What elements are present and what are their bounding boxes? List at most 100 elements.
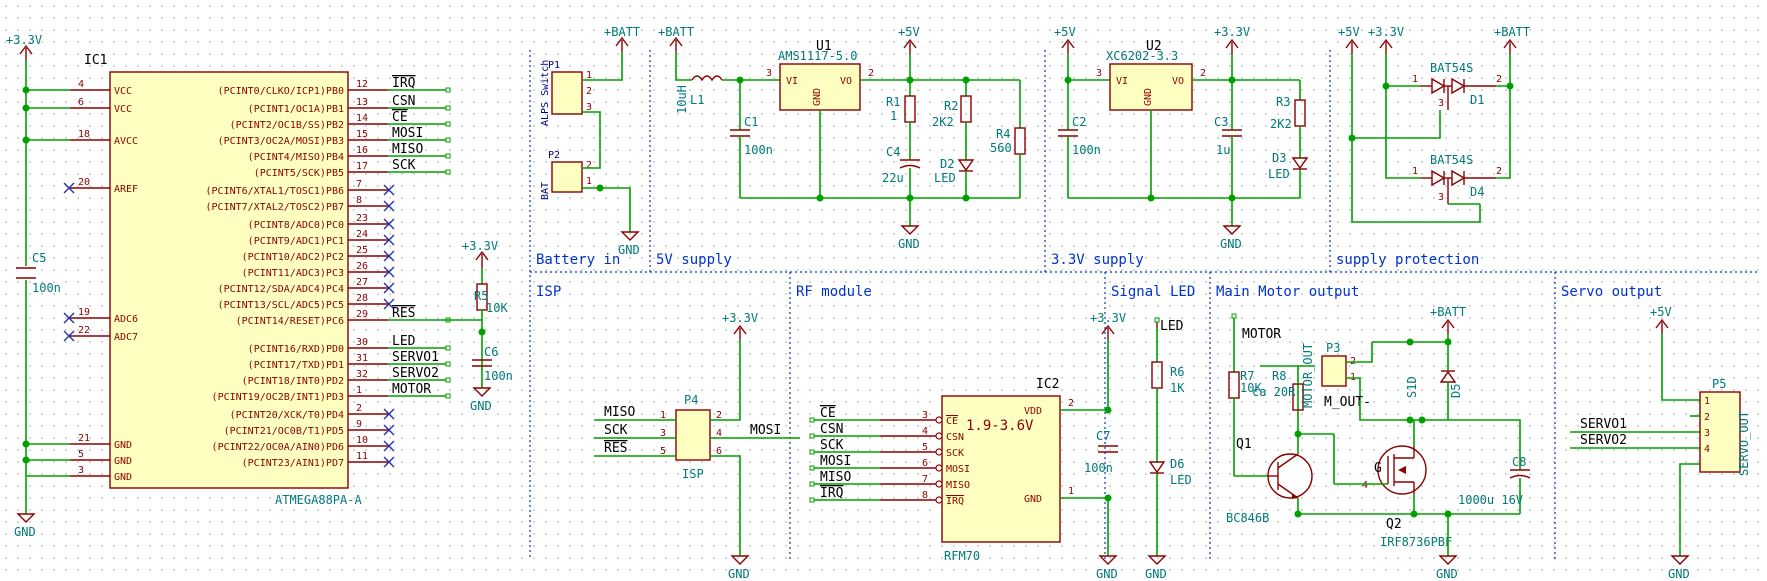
signal-led-section: LED R6 1K D6 LED GND [1145, 317, 1192, 581]
d4-value: BAT54S [1430, 153, 1473, 167]
ic1-pin-number: 13 [356, 97, 368, 108]
d6-ref: D6 [1170, 457, 1184, 471]
svg-text:4: 4 [716, 428, 722, 439]
p5-value: SERVO_OUT [1737, 411, 1751, 476]
ic1-net-label: SERVO2 [392, 366, 439, 381]
rf-pin-number: 5 [922, 442, 928, 453]
ic1-pin-name: (PCINT19/OC2B/INT1)PD3 [212, 392, 344, 403]
ic1-net-label: CE [392, 110, 408, 125]
c5-capacitor: C5 100n [16, 251, 61, 295]
svg-text:1: 1 [586, 176, 592, 187]
rf-pin-number: 4 [922, 426, 928, 437]
p2-ref: P2 [548, 150, 560, 161]
ic1-pin-number: 22 [78, 325, 90, 336]
l1-value: 10uH [675, 85, 689, 114]
gnd-symbol-ic1: GND [14, 513, 36, 539]
section-label-isp: ISP [536, 284, 561, 300]
ic1-pin-number: 19 [78, 307, 90, 318]
rf-net-label: SCK [820, 438, 844, 453]
p1-connector [551, 71, 583, 115]
ic1-pin-number: 18 [78, 129, 90, 140]
rf-net-label: CE [820, 406, 836, 421]
ic2-value: RFM70 [944, 549, 980, 563]
v33-label-protection: +3.3V [1368, 25, 1404, 39]
v5-label-3v3: +5V [1054, 25, 1076, 39]
v33-label-rf: +3.3V [1090, 311, 1126, 325]
rf-net-label: CSN [820, 422, 843, 437]
r6-resistor [1151, 361, 1163, 389]
svg-text:GND: GND [1024, 494, 1042, 505]
ic1-pin-name: (PCINT9/ADC1)PC1 [248, 236, 344, 247]
svg-text:VDD: VDD [1024, 406, 1042, 417]
ic1-pin-name: (PCINT10/ADC2)PC2 [242, 252, 344, 263]
ic1-pin-name: (PCINT1/OC1A)PB1 [248, 104, 344, 115]
rf-net-label: MISO [820, 470, 851, 485]
no-connect-mark [63, 330, 75, 342]
ic1-pin-name: (PCINT13/SCL/ADC5)PC5 [218, 300, 344, 311]
rf-module-pins: 3CECE4CSNCSN5SCKSCK6MOSIMOSI7MISOMISO8IR… [809, 406, 970, 507]
r8-value: ca 20R [1252, 385, 1296, 399]
q1-ref: Q1 [1236, 437, 1252, 452]
ic1-net-label: MOTOR [392, 382, 431, 397]
r4-resistor [1014, 127, 1026, 155]
d3-value: LED [1268, 167, 1290, 181]
ic1-pin-name: GND [114, 440, 132, 451]
reset-network: +3.3V R5 10K C6 100n GND [462, 239, 513, 413]
q2-mosfet: G 4 Q2 IRF8736PBF [1362, 445, 1452, 549]
ic1-pin-number: 2 [356, 403, 362, 414]
gnd-label-5v: GND [898, 237, 920, 251]
r2-resistor [960, 95, 972, 123]
net-led: LED [1160, 319, 1184, 334]
no-connect-mark [383, 218, 395, 230]
ic1-pin-name: AVCC [114, 136, 138, 147]
ic1-net-label: MOSI [392, 126, 423, 141]
servo-output-section: +5V P5 SERVO_OUT 1 2 3 4 SERVO1 SERVO2 G… [1570, 305, 1751, 581]
d6-value: LED [1170, 473, 1192, 487]
ic1-pin-number: 25 [356, 245, 368, 256]
q1-value: BC846B [1226, 511, 1269, 525]
u2-value: XC6202-3.3 [1106, 49, 1178, 63]
svg-text:2: 2 [716, 410, 722, 421]
rf-pin-name: CSN [946, 432, 964, 443]
net-motor: MOTOR [1242, 327, 1281, 342]
v33-label-r5: +3.3V [462, 239, 498, 253]
ic1-pin-number: 8 [356, 195, 362, 206]
gnd-label-motor: GND [1436, 567, 1458, 581]
section-label-servo-output: Servo output [1561, 284, 1662, 300]
batt-label-battery-in: +BATT [604, 25, 640, 39]
gnd-label-led: GND [1145, 567, 1167, 581]
ic1-pin-name: (PCINT17/TXD)PD1 [248, 360, 344, 371]
c5-value: 100n [32, 281, 61, 295]
ic1-net-label: RES [392, 306, 415, 321]
r5-value: 10K [486, 301, 508, 315]
p4-value: ISP [682, 467, 704, 481]
gnd-label-servo: GND [1668, 567, 1690, 581]
ic1-pin-name: (PCINT18/INT0)PD2 [242, 376, 344, 387]
rf-pin-number: 6 [922, 458, 928, 469]
ic1-pin-number: 14 [356, 113, 368, 124]
c4-ref: C4 [886, 145, 900, 159]
v5-label-5v: +5V [898, 25, 920, 39]
p4-connector [675, 409, 711, 461]
c3-ref: C3 [1214, 115, 1228, 129]
rf-pin-name: MOSI [946, 464, 970, 475]
no-connect-mark [383, 440, 395, 452]
ic1-pin-number: 4 [78, 79, 84, 90]
gnd-label-c6: GND [470, 399, 492, 413]
v33-label-isp: +3.3V [722, 311, 758, 325]
rf-pin-name: IRQ [946, 496, 964, 507]
net-servo2: SERVO2 [1580, 433, 1627, 448]
svg-text:GND: GND [812, 88, 823, 106]
ic1-pin-name: (PCINT11/ADC3)PC3 [242, 268, 344, 279]
c6-value: 100n [484, 369, 513, 383]
ic1-net-label: MISO [392, 142, 423, 157]
ic1-pin-number: 3 [78, 465, 84, 476]
gnd-label-isp: GND [728, 567, 750, 581]
p3-connector [1321, 355, 1347, 387]
c1-value: 100n [744, 143, 773, 157]
svg-text:2: 2 [868, 68, 874, 79]
p3-value: MOTOR_OUT [1301, 343, 1315, 408]
q2-value: IRF8736PBF [1380, 535, 1452, 549]
ic1-pin-number: 23 [356, 213, 368, 224]
